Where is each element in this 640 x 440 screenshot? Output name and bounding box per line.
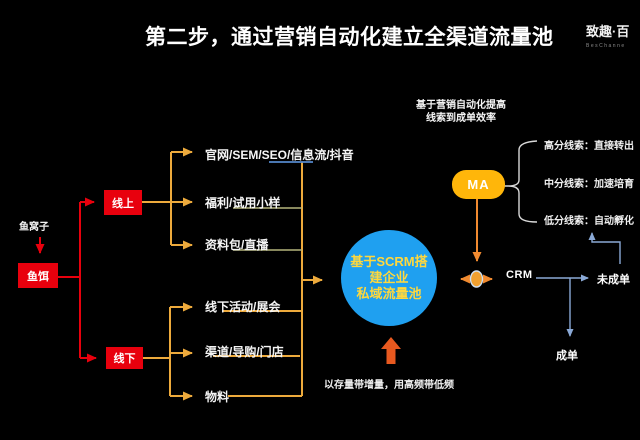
bait-box: 鱼饵 <box>18 263 58 288</box>
channel-item-website: 官网/SEM/SEO/信息流/抖音 <box>205 148 354 162</box>
pool-line-3: 私域流量池 <box>356 286 422 301</box>
lead-tier-high: 高分线索：直接转出 <box>544 141 634 152</box>
channel-lines <box>142 147 323 401</box>
channel-item-events: 线下活动/展会 <box>205 300 281 314</box>
crm-label: CRM <box>506 269 533 281</box>
brand-logo-text: 致趣·百 <box>586 24 630 39</box>
channel-item-materials-live: 资料包/直播 <box>205 238 269 252</box>
exchange-node <box>469 270 484 288</box>
pool-line-2: 建企业 <box>369 270 409 285</box>
pool-line-1: 基于SCRM搭 <box>350 254 428 269</box>
online-box: 线上 <box>104 190 142 215</box>
lead-tier-low: 低分线索：自动孵化 <box>544 216 634 227</box>
ma-box: MA <box>452 170 505 199</box>
not-closed-label: 未成单 <box>597 274 630 286</box>
footer-caption: 以存量带增量，用高频带低频 <box>324 380 454 391</box>
closed-label: 成单 <box>556 350 578 362</box>
arrow-notclosed-to-lowtier <box>588 232 621 264</box>
ma-crm-links <box>460 199 493 284</box>
channel-item-supplies: 物料 <box>205 390 230 404</box>
pale-underlines <box>233 207 302 251</box>
brand-logo-subtext: BesChanne <box>586 43 626 49</box>
channel-item-welfare: 福利/试用小样 <box>205 196 281 210</box>
block-arrow-up <box>381 337 401 364</box>
channel-item-stores: 渠道/导购/门店 <box>205 345 284 359</box>
lead-tier-brace <box>503 140 538 223</box>
red-flow-lines <box>35 197 97 363</box>
page-title: 第二步，通过营销自动化建立全渠道流量池 <box>145 26 554 49</box>
deal-flow-lines <box>536 232 621 337</box>
source-label: 鱼窝子 <box>19 222 49 233</box>
lead-tier-mid: 中分线索：加速培育 <box>544 179 634 190</box>
automation-note: 基于营销自动化提高 线索到成单效率 <box>413 99 509 125</box>
scrm-pool-circle: 基于SCRM搭 建企业 私域流量池 <box>341 230 437 326</box>
automation-note-line2: 线索到成单效率 <box>426 113 496 124</box>
offline-box: 线下 <box>106 347 143 369</box>
automation-note-line1: 基于营销自动化提高 <box>416 100 506 111</box>
brand-logo: 致趣·百 BesChanne <box>586 25 629 53</box>
